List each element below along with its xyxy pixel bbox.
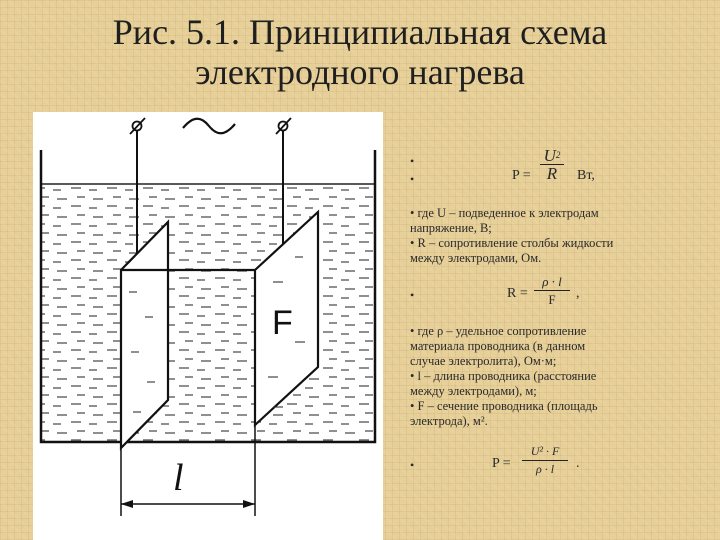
def1-line3: • R – сопротивление столбы жидкости: [410, 236, 614, 250]
formula2-lhs: R =: [507, 286, 528, 301]
def2-line5: между электродами), м;: [410, 384, 537, 398]
formula3-trail: .: [576, 456, 580, 471]
formula2-fraction: ρ · l F: [534, 274, 570, 307]
def1-line2: напряжение, В;: [410, 221, 492, 235]
formula1-unit: Вт,: [577, 168, 595, 183]
formula1-num-sup: 2: [555, 150, 561, 160]
title-line-2: электродного нагрева: [195, 52, 525, 92]
formula2-num: ρ · l: [542, 274, 562, 289]
arrow-left-icon: [121, 500, 133, 508]
formula3-fraction: U² · F ρ · l: [522, 444, 568, 477]
def2-line1: • где ρ – удельное сопротивление: [410, 324, 587, 338]
ac-symbol-icon: [182, 117, 236, 135]
label-l: l: [173, 457, 184, 499]
electrode-heating-diagram: F l: [33, 112, 383, 540]
formula1-den: R: [546, 164, 558, 183]
title-line-1: Рис. 5.1. Принципиальная схема: [112, 12, 608, 52]
formula3-num: U² · F: [530, 444, 560, 458]
bullet: •: [410, 154, 415, 168]
def1-line4: между электродами, Ом.: [410, 251, 542, 265]
formula1-fraction: U2 R: [540, 146, 564, 183]
liquid: [41, 184, 375, 442]
def1-line1: • где U – подведенное к электродам: [410, 206, 599, 220]
definitions-2: • где ρ – удельное сопротивление материа…: [410, 324, 700, 429]
left-electrode: [119, 219, 170, 451]
formula3-lhs: P =: [492, 456, 511, 471]
def2-line4: • l – длина проводника (расстояние: [410, 369, 597, 383]
formula1-lhs: P =: [512, 168, 531, 183]
bullet: •: [410, 288, 415, 302]
def2-line7: электрода), м².: [410, 414, 488, 428]
vessel: [39, 150, 377, 444]
formula3-den: ρ · l: [535, 462, 555, 476]
definitions-1: • где U – подведенное к электродам напря…: [410, 206, 700, 266]
formula2-trail: ,: [576, 286, 580, 301]
def2-line3: случае электролита), Ом·м;: [410, 354, 557, 368]
formula1-num: U: [543, 146, 556, 165]
label-F: F: [272, 304, 293, 342]
bullet: •: [410, 458, 415, 472]
def2-line2: материала проводника (в данном: [410, 339, 586, 353]
right-electrode: [253, 209, 320, 428]
arrow-right-icon: [243, 500, 255, 508]
slide-title: Рис. 5.1. Принципиальная схема электродн…: [0, 12, 720, 92]
formula2-den: F: [548, 292, 556, 307]
def2-line6: • F – сечение проводника (площадь: [410, 399, 598, 413]
bullet: •: [410, 172, 415, 186]
